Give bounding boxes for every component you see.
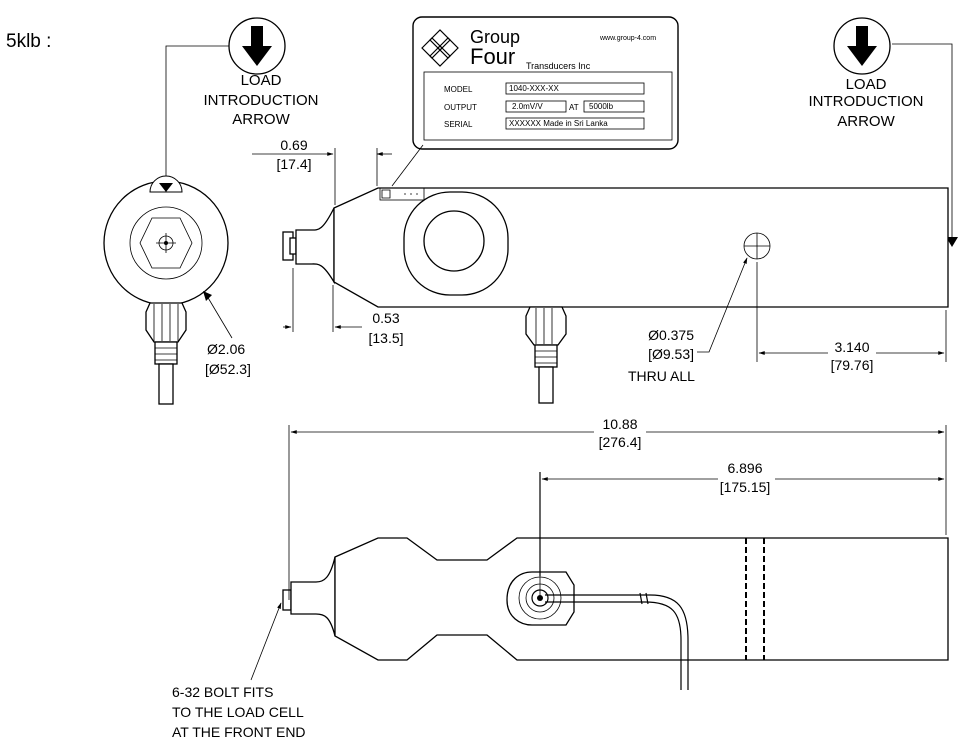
hole-distance-metric: [79.76] [831,357,874,373]
brand-line1: Group [470,27,520,47]
offset-top-value: 0.69 [280,137,307,153]
at-label: AT [569,103,579,112]
group-four-logo-icon [421,29,459,67]
offset-top-metric: [17.4] [276,156,311,172]
hole-note: THRU ALL [628,368,695,384]
load-arrow-right-line1: LOAD [846,76,887,93]
bolt-note-line2: TO THE LOAD CELL [172,704,304,720]
offset-bottom-value: 0.53 [372,310,399,326]
output-value: 2.0mV/V [512,102,543,111]
hole-value: Ø0.375 [648,327,694,343]
serial-value: XXXXXX Made in Sri Lanka [509,119,608,128]
connector-distance-value: 6.896 [727,460,762,476]
serial-label: SERIAL [444,120,473,129]
crosshair-icon [156,233,176,253]
load-arrow-left-line1: LOAD [241,72,282,89]
overall-length-value: 10.88 [602,416,637,432]
end-view [103,175,229,405]
hole-distance-value: 3.140 [834,339,869,355]
load-arrow-right-line3: ARROW [837,113,895,130]
hole-metric: [Ø9.53] [648,346,694,362]
mounting-hole-icon [743,232,771,260]
at-value: 5000lb [589,102,614,111]
diameter-body-metric: [Ø52.3] [205,361,251,377]
side-view [282,187,949,404]
connector-distance-metric: [175.15] [720,479,771,495]
brand-sub: Transducers Inc [526,61,591,71]
model-value: 1040-XXX-XX [509,84,559,93]
bolt-note-line3: AT THE FRONT END [172,724,306,740]
nameplate: Group Four Transducers Inc www.group-4.c… [412,16,679,150]
top-view [282,537,949,690]
capacity-label: 5klb : [6,31,51,52]
diameter-body-value: Ø2.06 [207,341,245,357]
brand-line2: Four [470,44,515,69]
load-arrow-left-icon [228,17,286,75]
model-label: MODEL [444,85,473,94]
output-label: OUTPUT [444,103,477,112]
load-arrow-left-line3: ARROW [232,111,290,128]
overall-length-metric: [276.4] [599,434,642,450]
bolt-note-line1: 6-32 BOLT FITS [172,684,273,700]
website: www.group-4.com [599,35,656,42]
load-arrow-right-line2: INTRODUCTION [809,93,924,110]
load-arrow-right-icon [833,17,891,75]
offset-bottom-metric: [13.5] [368,330,403,346]
load-arrow-left-line2: INTRODUCTION [204,92,319,109]
